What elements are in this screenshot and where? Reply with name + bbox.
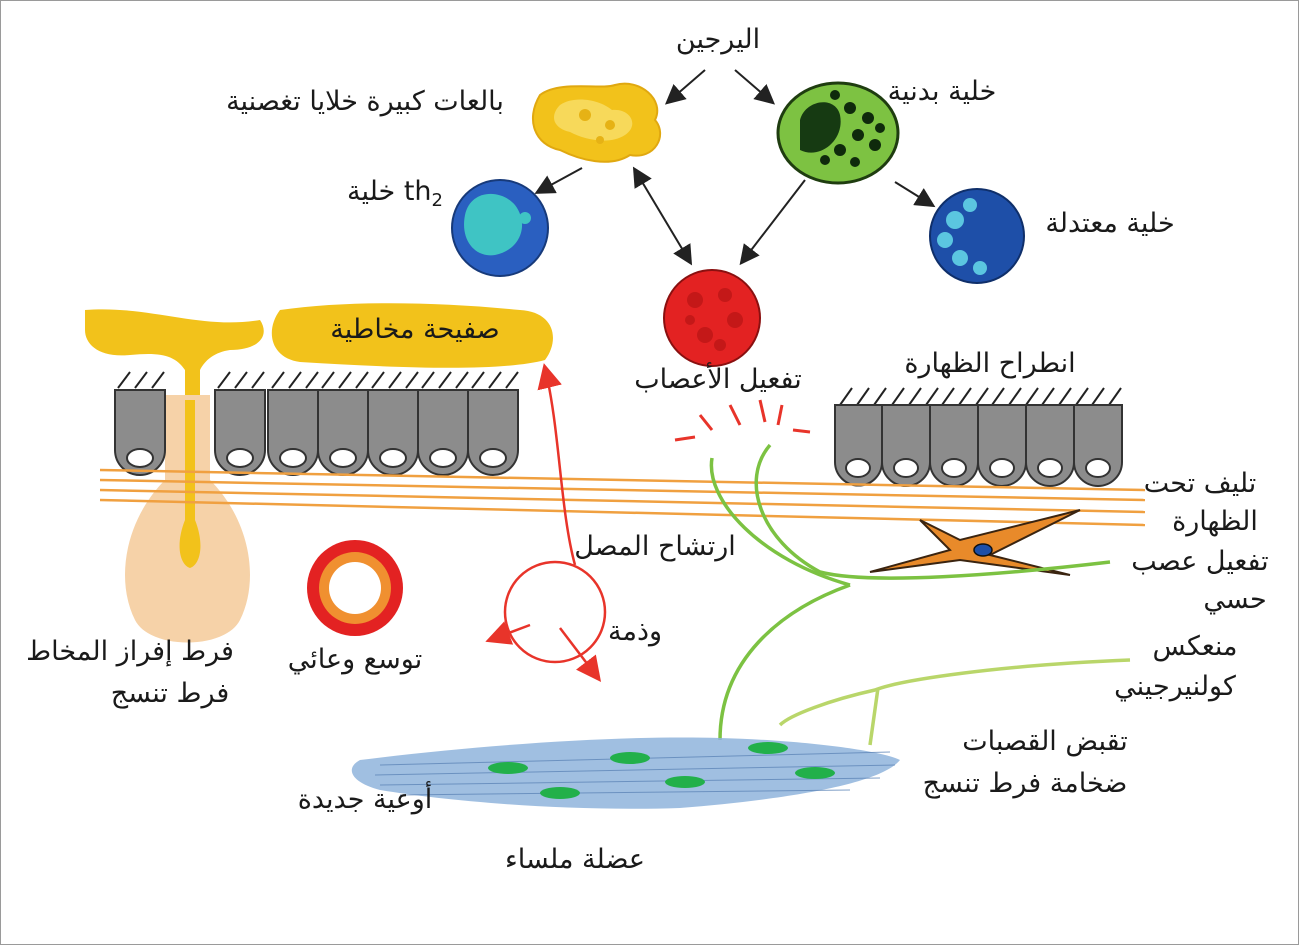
fibroblast (869, 509, 1081, 576)
label-th2-prefix: خلية (347, 176, 404, 207)
label-cholinergic-2: كولنيرجيني (1114, 671, 1236, 702)
th2-cell (451, 179, 549, 277)
label-plasma-leak: ارتشاح المصل (574, 531, 736, 562)
activated-cell-red (663, 269, 761, 367)
label-fibrosis-2: الظهارة (1172, 506, 1258, 537)
label-mucus-hyper-2: فرط تنسج (111, 678, 230, 709)
cholinergic-reflex-fibers (778, 658, 1131, 746)
label-allergen: اليرجين (676, 24, 760, 55)
dilated-vessel (307, 540, 403, 636)
label-bronchoconstriction-1: تقبض القصبات (962, 726, 1128, 757)
label-neutrophil: خلية معتدلة (1045, 208, 1174, 239)
label-fibrosis-1: تليف تحت (1144, 468, 1257, 499)
allergen-arrows (534, 69, 936, 266)
label-cholinergic-1: منعكس (1153, 631, 1238, 662)
mucus-plug (85, 303, 553, 570)
label-th2-main: th (404, 176, 432, 207)
label-smooth-muscle: عضلة ملساء (505, 844, 645, 875)
label-mucus-hyper-1: فرط إفراز المخاط (26, 636, 234, 667)
label-th2-sub: 2 (432, 190, 443, 211)
label-nerve-activation: تفعيل الأعصاب (634, 361, 801, 395)
label-mucus-plug: صفيحة مخاطية (330, 314, 499, 345)
mast-cell (776, 81, 900, 185)
label-sensory-nerve-2: حسي (1203, 584, 1266, 615)
nerve-activation-marks (674, 399, 811, 442)
goblet-gland (125, 395, 250, 643)
label-epithelial-shedding: انطراح الظهارة (904, 348, 1075, 379)
subepithelial-fibrosis-lines (99, 468, 1146, 527)
smooth-muscle (351, 737, 900, 809)
label-mast-cell: خلية بدنية (888, 76, 997, 107)
label-vasodilation: توسع وعائي (288, 644, 422, 675)
right-epithelium (834, 387, 1123, 487)
label-sensory-nerve-1: تفعيل عصب (1131, 546, 1268, 577)
label-th2: خلية th2 (347, 176, 443, 211)
label-bronchoconstriction-2: ضخامة فرط تنسج (923, 768, 1128, 799)
neutrophil-cell (929, 188, 1025, 284)
macrophage-cell (531, 82, 661, 163)
label-edema: وذمة (608, 616, 662, 647)
sensory-nerve-fibers (709, 443, 1111, 741)
edema-vessel (485, 363, 607, 682)
label-new-vessels: أوعية جديدة (298, 780, 433, 815)
left-epithelium (114, 371, 519, 476)
label-macrophages: بالعات كبيرة خلايا تغصنية (226, 86, 504, 117)
